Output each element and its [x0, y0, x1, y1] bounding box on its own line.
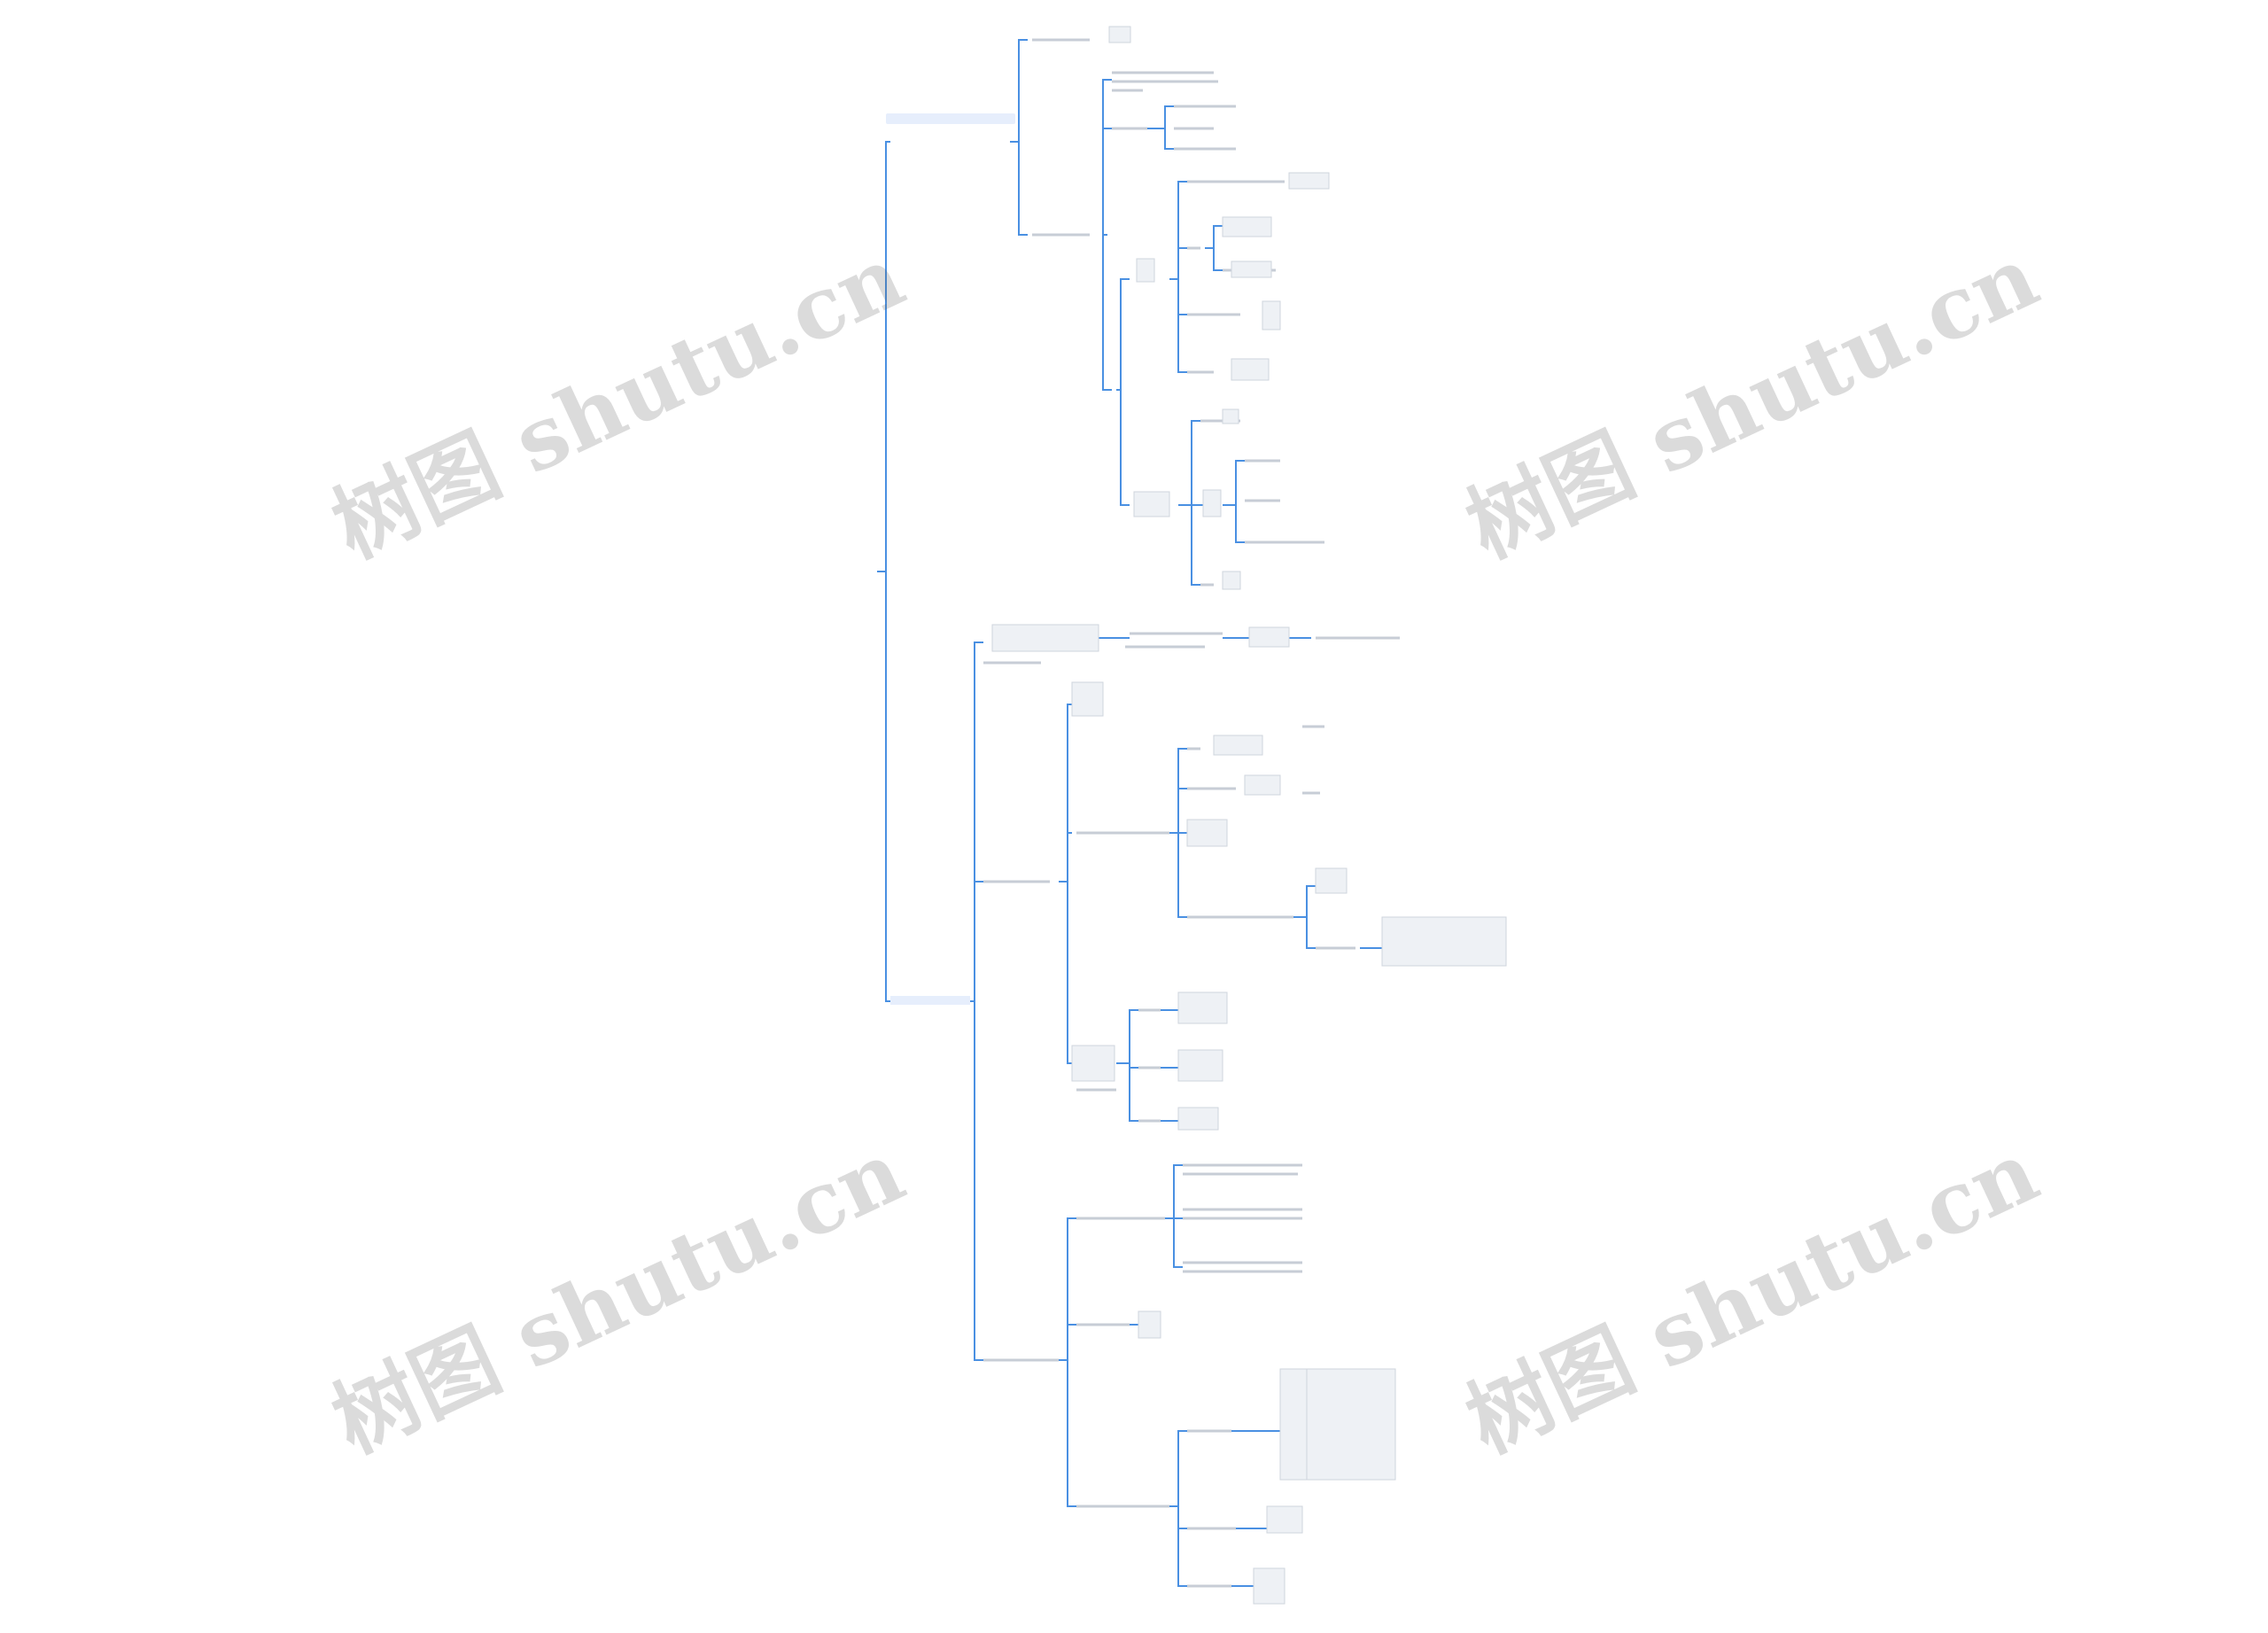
branch-node-2[interactable] [890, 996, 970, 1005]
branch-node-1[interactable] [886, 113, 1015, 124]
